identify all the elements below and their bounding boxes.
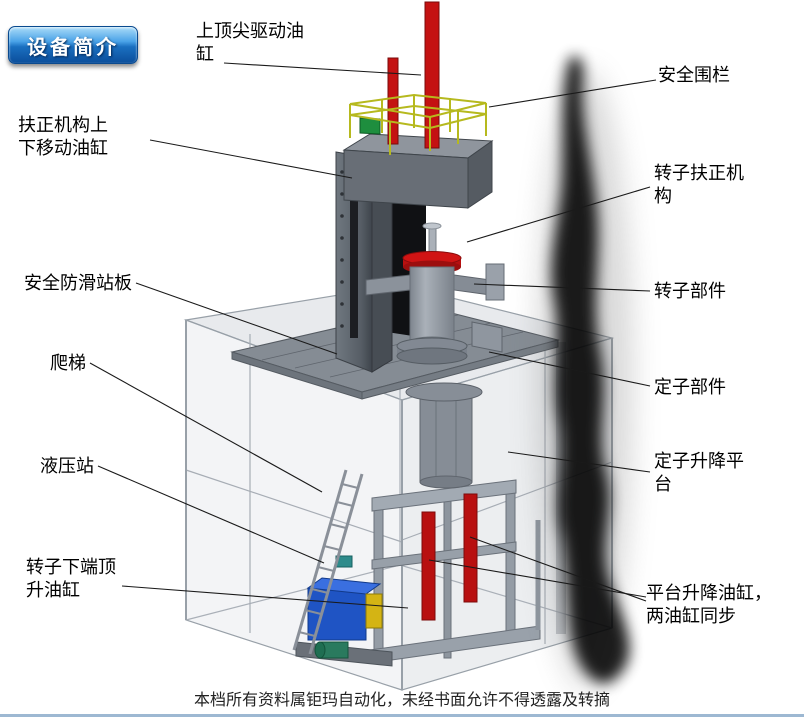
label-rotor-bottom-jack-cylinder: 转子下端顶升油缸 <box>26 557 116 600</box>
leader-rotor-bottom-jack <box>121 585 409 609</box>
label-top-center-drive-cylinder: 上顶尖驱动油缸 <box>196 21 304 64</box>
title-badge: 设备简介 <box>8 26 138 64</box>
platform-lift-cylinder-left <box>421 511 436 621</box>
leader-safety-antislip-platform <box>135 282 338 355</box>
stator-lift-frame <box>369 479 541 664</box>
leader-ladder <box>89 362 323 493</box>
title-badge-label: 设备简介 <box>27 36 119 59</box>
centering-arm-left <box>365 274 411 296</box>
leader-hydraulic-station <box>97 465 325 564</box>
bottom-rule <box>0 714 804 717</box>
press-column <box>335 151 426 373</box>
access-ladder <box>292 469 364 655</box>
leader-centering-mech-cylinder <box>149 139 353 179</box>
head-box <box>342 117 494 209</box>
label-safety-fence: 安全围栏 <box>658 65 730 85</box>
top-drive-cylinder-rod-main <box>424 1 440 149</box>
safety-fence-railing <box>349 93 487 155</box>
label-rotor-centering-mechanism: 转子扶正机构 <box>654 163 744 206</box>
label-platform-lift-cylinders: 平台升降油缸，两油缸同步 <box>646 583 772 626</box>
centering-arm-right <box>453 274 499 297</box>
leader-stator-lifting-platform <box>507 451 651 473</box>
copyright-footer: 本档所有资料属钜玛自动化，未经书面允许不得透露及转摘 <box>193 692 610 709</box>
stator-top-flange <box>405 382 483 402</box>
leader-platform-lift-cyl-1 <box>428 559 647 598</box>
label-safety-antislip-platform: 安全防滑站板 <box>24 273 132 293</box>
label-stator-component: 定子部件 <box>654 377 726 397</box>
hydraulic-station-unit <box>295 555 393 667</box>
work-platform-deck <box>230 306 560 402</box>
rotor-red-disc <box>402 251 462 265</box>
rotor-body <box>409 266 455 343</box>
platform-lift-cylinder-right <box>463 493 478 603</box>
leader-rotor-component <box>473 283 651 292</box>
rotor-assembly <box>365 222 505 365</box>
leader-safety-fence <box>488 79 657 108</box>
label-hydraulic-station: 液压站 <box>40 456 94 476</box>
label-stator-lifting-platform: 定子升降平台 <box>654 451 744 494</box>
top-drive-cylinder-rods <box>387 1 440 149</box>
leader-platform-lift-cyl-2 <box>469 536 647 602</box>
leader-stator-component <box>488 351 651 387</box>
top-drive-cylinder-rod-secondary <box>387 57 399 145</box>
interior-equipment <box>292 397 541 667</box>
enclosure-box <box>183 284 615 691</box>
label-rotor-component: 转子部件 <box>654 281 726 301</box>
label-ladder: 爬梯 <box>50 353 86 373</box>
ink-smudge <box>537 56 633 690</box>
leader-rotor-centering-mechanism <box>466 186 651 243</box>
label-centering-mech-move-cylinder: 扶正机构上下移动油缸 <box>18 115 108 158</box>
stator-lower-body <box>419 397 473 489</box>
green-junction-box <box>359 117 381 135</box>
